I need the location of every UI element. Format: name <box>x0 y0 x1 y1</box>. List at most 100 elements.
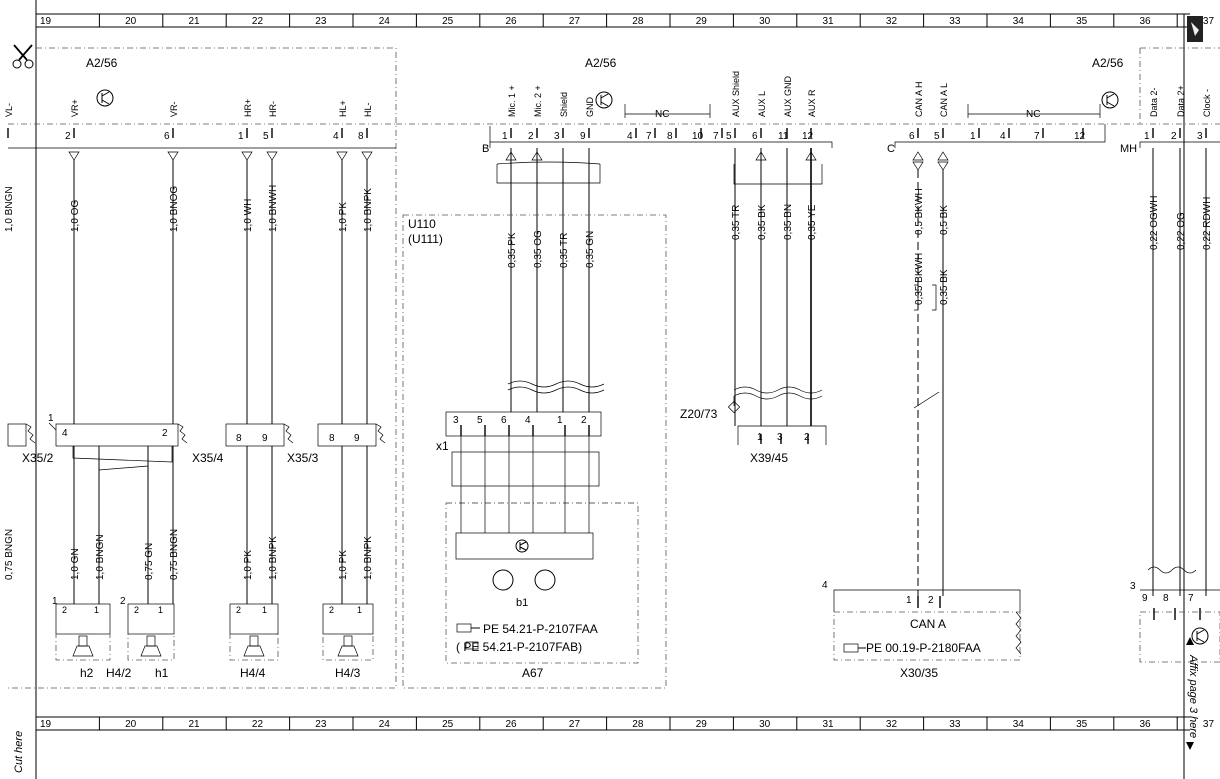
wire-label: 0,35 BK <box>939 269 950 305</box>
pin-number: 4 <box>1000 131 1006 142</box>
speaker-pin: 1 <box>357 605 362 615</box>
pin-number: 8 <box>1163 593 1169 604</box>
wire-label: 1,0 BNGN <box>95 534 106 580</box>
pin-number: 5 <box>934 131 940 142</box>
arrow-up-icon <box>1186 637 1194 645</box>
wire-label: 1,0 BNOG <box>169 186 180 232</box>
ruler-number: 28 <box>632 719 644 730</box>
pointing-hand-icon <box>843 643 866 653</box>
connector-triangle <box>912 161 924 171</box>
wire-label: 0,35 OG <box>533 230 544 268</box>
wire-crossover <box>72 446 173 471</box>
pe-ref-2: ( PE 54.21-P-2107FAB) <box>456 640 582 654</box>
pin-number: 7 <box>713 131 719 142</box>
ruler-number: 26 <box>506 16 518 27</box>
ruler-number: 27 <box>569 16 581 27</box>
ruler-number: 22 <box>252 16 264 27</box>
pin-name: HL- <box>363 102 373 117</box>
connector-triangle <box>531 151 543 161</box>
wire-label: 0,35 BKWH <box>914 253 925 305</box>
connector-triangle <box>805 151 817 161</box>
ruler-number: 23 <box>315 719 327 730</box>
wire-label: 0,5 BK <box>939 205 950 235</box>
ruler-number: 27 <box>569 719 581 730</box>
ruler-number: 35 <box>1076 719 1088 730</box>
pin-number: 2 <box>528 131 534 142</box>
pin-number: 4 <box>525 415 531 426</box>
ruler-number: 31 <box>823 719 835 730</box>
pin-number: 11 <box>778 131 789 142</box>
speaker-pin: 2 <box>329 605 334 615</box>
h4-3-label: H4/3 <box>335 666 361 680</box>
wire-label: 1,0 BNWH <box>268 185 279 232</box>
pin-name: Data 2- <box>1149 87 1159 117</box>
pin-number: 3 <box>1197 131 1203 142</box>
h1-label: h1 <box>155 666 169 680</box>
u110-label: U110 <box>408 217 436 231</box>
z20-73-splice <box>727 400 741 414</box>
pin-number: 8 <box>358 131 364 142</box>
pin-number: 6 <box>909 131 915 142</box>
pin-number: 3 <box>554 131 560 142</box>
pin-number: 12 <box>1074 131 1086 142</box>
ruler-number: 20 <box>125 719 137 730</box>
connector-x35-3 <box>317 423 386 447</box>
wire-label: 0,5 BKWH <box>914 188 925 235</box>
a67-label: A67 <box>522 666 544 680</box>
pointing-hand-icon <box>456 623 480 633</box>
speaker-pin-label: 2 <box>120 596 126 607</box>
pin-name: AUX R <box>807 89 817 117</box>
ruler-number: 29 <box>696 16 708 27</box>
pin-number: 7 <box>646 131 652 142</box>
pin-name: AUX Shield <box>731 71 741 117</box>
pin-number: 7 <box>1188 593 1194 604</box>
transistor-icon <box>1191 627 1209 645</box>
wire-label: 0,22 OG <box>1176 212 1187 250</box>
pin-number: 5 <box>726 131 732 142</box>
right-bot-num: 3 <box>1130 581 1136 592</box>
pin-name: Mic. 1 + <box>507 85 517 117</box>
conn-b-label: B <box>482 143 489 155</box>
mid-module-title: A2/56 <box>585 56 617 70</box>
wire-label: 1,0 PK <box>338 550 349 580</box>
connector-triangle <box>937 151 949 161</box>
pin-label: 8 <box>236 433 242 444</box>
connector-triangle <box>755 151 767 161</box>
wire-label: 0,75 BNGN <box>4 529 15 580</box>
wire-label: 1,0 OG <box>70 200 81 232</box>
wire-label: 1,0 BNGN <box>4 186 15 232</box>
ruler-number: 35 <box>1076 16 1088 27</box>
ruler-number: 34 <box>1013 719 1025 730</box>
ruler-number: 22 <box>252 719 264 730</box>
h4-4-label: H4/4 <box>240 666 266 680</box>
ruler-number: 20 <box>125 16 137 27</box>
connector-triangle <box>68 151 80 161</box>
left-module-frame <box>8 47 397 689</box>
connector-triangle <box>937 161 949 171</box>
pin-name: HR+ <box>243 99 253 117</box>
ruler-number: 23 <box>315 16 327 27</box>
pin-number: 5 <box>477 415 483 426</box>
pin-number: 2 <box>1171 131 1177 142</box>
nc-label: NC <box>655 109 669 120</box>
z20-73-label: Z20/73 <box>680 407 718 421</box>
ruler-number: 21 <box>189 719 201 730</box>
ruler-number: 37 <box>1203 16 1215 27</box>
ruler-number: 29 <box>696 719 708 730</box>
ruler-number: 21 <box>189 16 201 27</box>
pe-ref-3: PE 00.19-P-2180FAA <box>866 641 981 655</box>
ruler-number: 30 <box>759 16 771 27</box>
wire-label: 0,22 OGWH <box>1149 196 1160 250</box>
transistor-icon <box>595 91 613 109</box>
x35-3-label: X35/3 <box>287 451 319 465</box>
wire-label: 1,0 WH <box>243 199 254 232</box>
ruler-number: 33 <box>949 719 961 730</box>
wire-label: 0,35 PK <box>507 232 518 268</box>
pin-number: 1 <box>557 415 563 426</box>
pin-name: AUX L <box>757 91 767 117</box>
pin-number: 9 <box>580 131 586 142</box>
pin-number: 6 <box>164 131 170 142</box>
x30-num: 4 <box>822 580 828 591</box>
